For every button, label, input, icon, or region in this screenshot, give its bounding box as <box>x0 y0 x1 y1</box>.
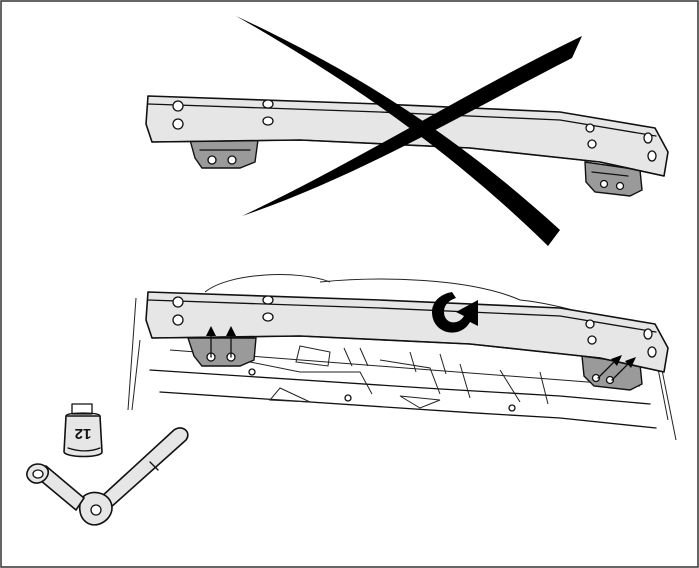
up-arrow-icon <box>597 355 636 381</box>
ratchet-wrench-tool <box>26 427 189 526</box>
correct-method-illustration <box>127 274 677 441</box>
cross-mark-icon <box>236 16 582 246</box>
up-arrow-icon <box>206 326 236 358</box>
rotate-arrow-icon <box>432 292 478 333</box>
incorrect-method-illustration <box>145 16 669 246</box>
socket-size-label: 12 <box>75 425 92 442</box>
socket-tool: 12 <box>63 403 103 458</box>
left-bracket-top <box>189 139 259 169</box>
left-bracket-bottom <box>187 337 257 367</box>
right-bracket-top <box>584 161 643 197</box>
